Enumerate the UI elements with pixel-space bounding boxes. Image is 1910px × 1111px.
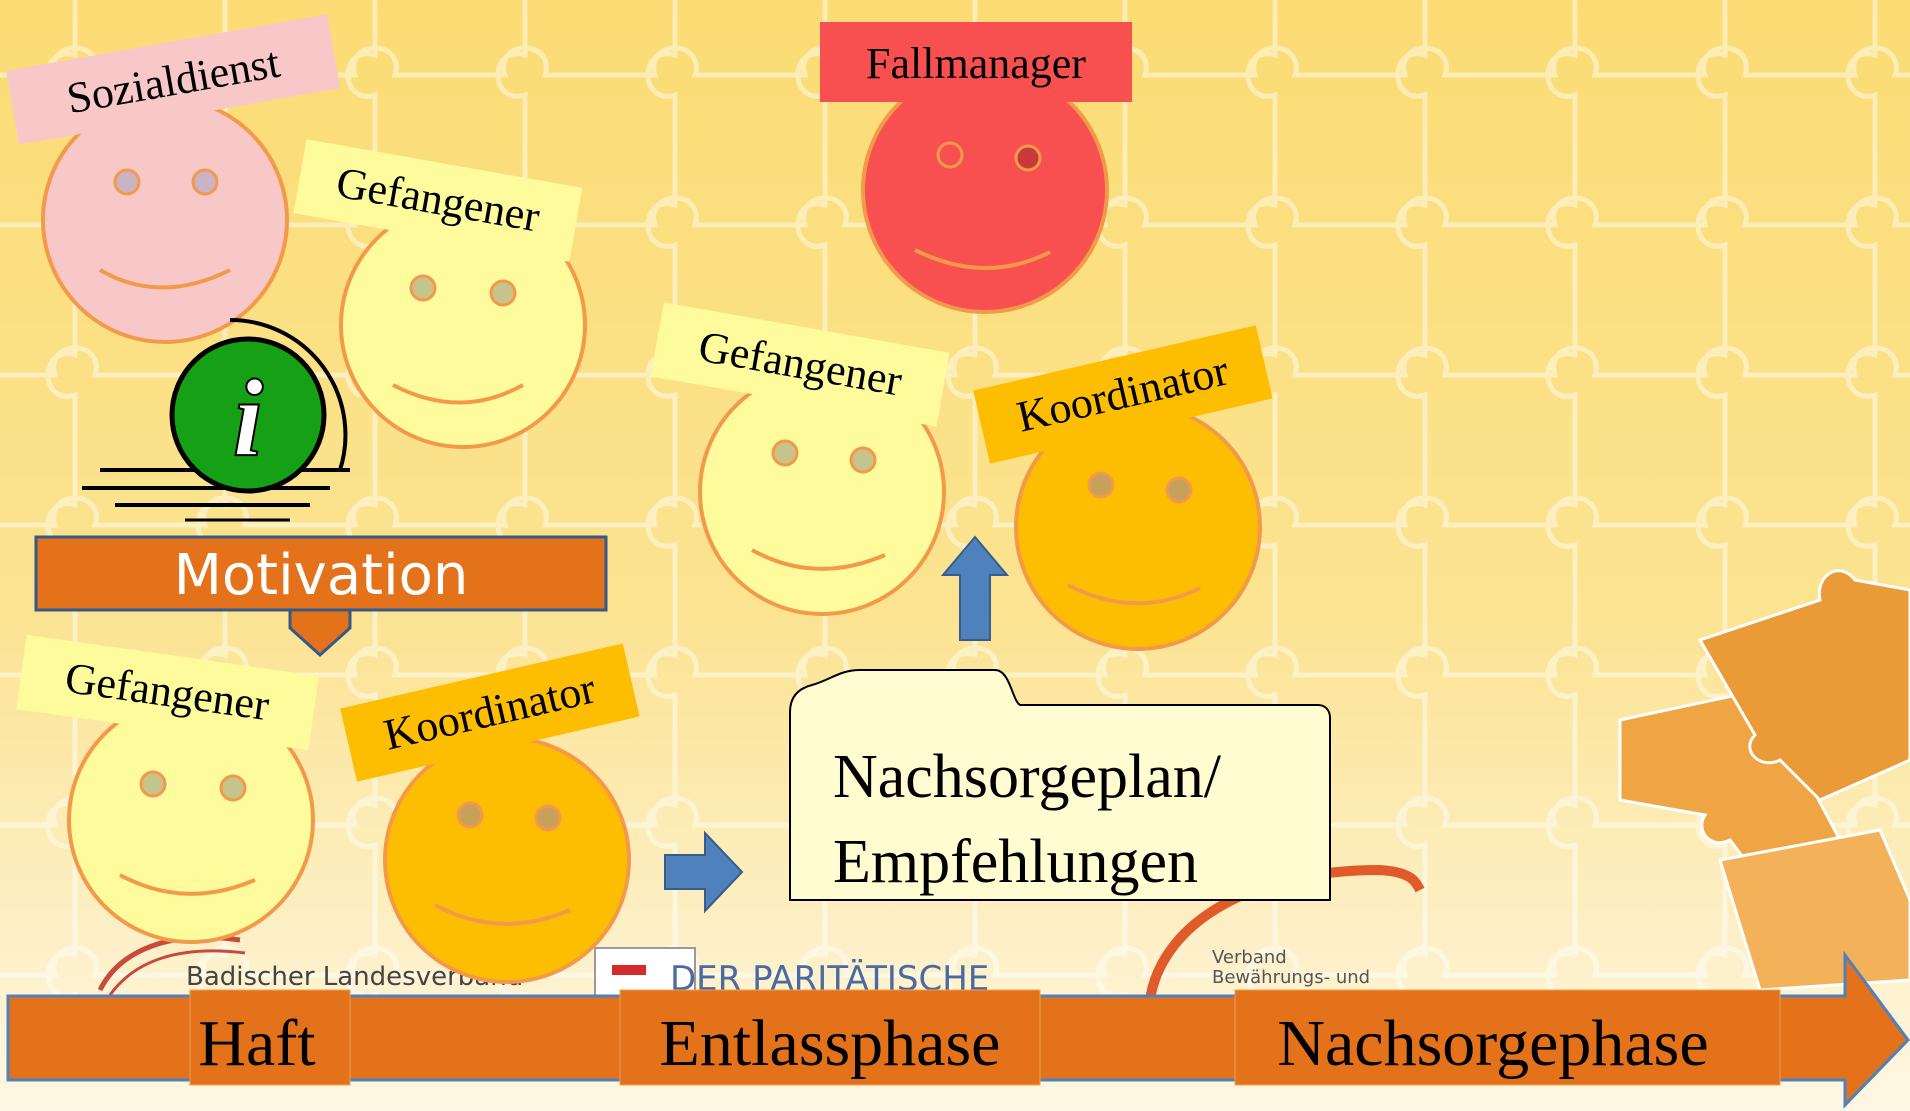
smiley-koordinator-bottom bbox=[383, 736, 631, 984]
phase-nachsorge: Nachsorgephase bbox=[1277, 1007, 1708, 1080]
motivation-text: Motivation bbox=[174, 543, 469, 608]
arrow-right bbox=[664, 830, 744, 914]
logo-right-text-2: Bewährungs- und bbox=[1212, 967, 1370, 988]
puzzle-pieces-decoration bbox=[1618, 569, 1910, 992]
phase-entlass: Entlassphase bbox=[660, 1007, 1001, 1080]
smiley-fallmanager bbox=[861, 66, 1109, 314]
label-gefangener-bottom: Gefangener bbox=[16, 634, 319, 751]
phase-haft-box bbox=[189, 989, 351, 1086]
smiley-gefangener-mid bbox=[698, 368, 946, 616]
smiley-koordinator-mid bbox=[1014, 403, 1262, 651]
info-icon-letter: i bbox=[233, 357, 264, 479]
logo-right-text-1: Verband bbox=[1212, 947, 1287, 968]
timeline-arrow: Haft Entlassphase Nachsorgephase bbox=[6, 950, 1910, 1109]
phase-haft: Haft bbox=[198, 1007, 315, 1080]
label-fallmanager-text: Fallmanager bbox=[866, 39, 1086, 88]
arrow-up bbox=[940, 535, 1010, 641]
nachsorgeplan-folder: Nachsorgeplan/ Empfehlungen bbox=[789, 669, 1331, 901]
smiley-sozialdienst bbox=[41, 96, 289, 344]
plan-line-2: Empfehlungen bbox=[833, 828, 1198, 896]
plan-line-1: Nachsorgeplan/ bbox=[833, 743, 1222, 811]
info-icon: i bbox=[82, 317, 350, 522]
phase-entlass-box bbox=[619, 989, 1041, 1086]
label-fallmanager: Fallmanager bbox=[820, 22, 1132, 102]
phase-nachsorge-box bbox=[1234, 989, 1781, 1086]
motivation-box: Motivation bbox=[34, 535, 608, 658]
